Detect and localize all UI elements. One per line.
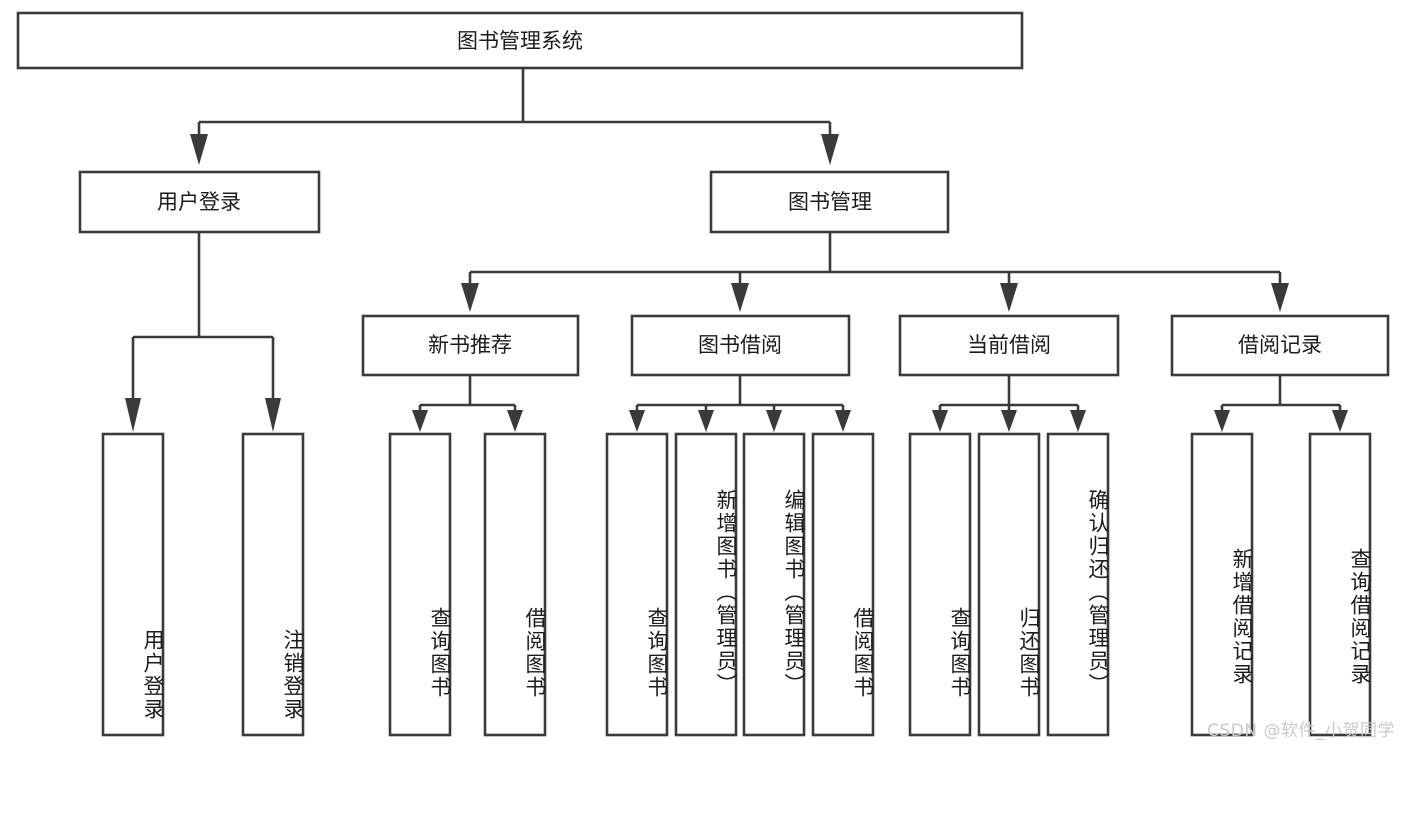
leaf-box-return-book[interactable] [977,432,1041,737]
node-current-borrow-box [898,314,1120,377]
node-book-manage[interactable]: 图书管理 [709,170,950,234]
node-current-borrow-label: 当前借阅 [967,333,1051,357]
arrow-book-borrow [731,283,749,312]
leaf-boxes [101,432,1372,737]
arrow-new-book-rec [461,283,479,312]
leaf-box-user-login[interactable] [101,432,165,737]
leaf-box-edit-book[interactable] [742,432,806,737]
leaf-box-query-book-1[interactable] [388,432,452,737]
node-borrow-record[interactable]: 借阅记录 [1170,314,1390,377]
node-root-label: 图书管理系统 [457,29,583,53]
arrow-book-manage [821,134,839,165]
node-root-box [16,11,1024,70]
node-current-borrow[interactable]: 当前借阅 [898,314,1120,377]
node-borrow-record-box [1170,314,1390,377]
node-user-login-box [78,170,321,234]
arrow-leaf-query-book-2 [629,410,645,432]
arrow-current-borrow [1000,283,1018,312]
arrow-leaf-borrow-book-1 [507,410,523,432]
node-book-manage-label: 图书管理 [788,190,872,214]
leaf-box-add-record[interactable] [1190,432,1254,737]
node-book-borrow-label: 图书借阅 [698,333,782,357]
node-new-book-rec-box [361,314,580,377]
edges-book-borrow-to-leaves [629,375,851,432]
node-new-book-rec-label: 新书推荐 [428,333,512,357]
arrow-leaf-borrow-book-2 [835,410,851,432]
node-user-login-label: 用户登录 [157,190,241,214]
arrow-leaf-add-record [1214,410,1230,432]
edges-new-book-rec-to-leaves [412,375,523,432]
node-borrow-record-label: 借阅记录 [1238,333,1322,357]
diagram-canvas: 图书管理系统 用户登录 图书管理 新书推荐 图书借阅 当前借阅 借阅记录 [16,11,1395,741]
arrow-leaf-confirm-return [1070,410,1086,432]
arrow-leaf-query-book-3 [932,410,948,432]
edges-root-to-level2 [190,68,839,165]
leaf-box-borrow-book-2[interactable] [811,432,875,737]
leaf-box-confirm-return[interactable] [1046,432,1110,737]
edges-book-manage-to-level3 [461,232,1289,312]
leaf-box-query-record[interactable] [1308,432,1372,737]
arrow-borrow-record [1271,283,1289,312]
leaf-box-query-book-2[interactable] [605,432,669,737]
node-user-login[interactable]: 用户登录 [78,170,321,234]
arrow-leaf-logout-login [265,398,281,432]
arrow-leaf-add-book [698,410,714,432]
tree-diagram-svg: 图书管理系统 用户登录 图书管理 新书推荐 图书借阅 当前借阅 借阅记录 [16,11,1390,737]
edges-borrow-record-to-leaves [1214,375,1348,432]
arrow-leaf-query-book-1 [412,410,428,432]
leaf-box-add-book[interactable] [674,432,738,737]
leaf-box-logout-login[interactable] [241,432,305,737]
arrow-user-login [190,134,208,165]
leaf-box-borrow-book-1[interactable] [483,432,547,737]
arrow-leaf-return-book [1001,410,1017,432]
arrow-leaf-edit-book [766,410,782,432]
node-book-borrow-box [630,314,851,377]
node-book-borrow[interactable]: 图书借阅 [630,314,851,377]
leaf-box-query-book-3[interactable] [908,432,972,737]
arrow-leaf-user-login [125,398,141,432]
csdn-watermark: CSDN @软件_小贺同学 [1207,721,1395,741]
arrow-leaf-query-record [1332,410,1348,432]
node-book-manage-box [709,170,950,234]
edges-current-borrow-to-leaves [932,375,1086,432]
node-root[interactable]: 图书管理系统 [16,11,1024,70]
node-new-book-rec[interactable]: 新书推荐 [361,314,580,377]
edges-user-login-to-leaves [125,232,281,432]
